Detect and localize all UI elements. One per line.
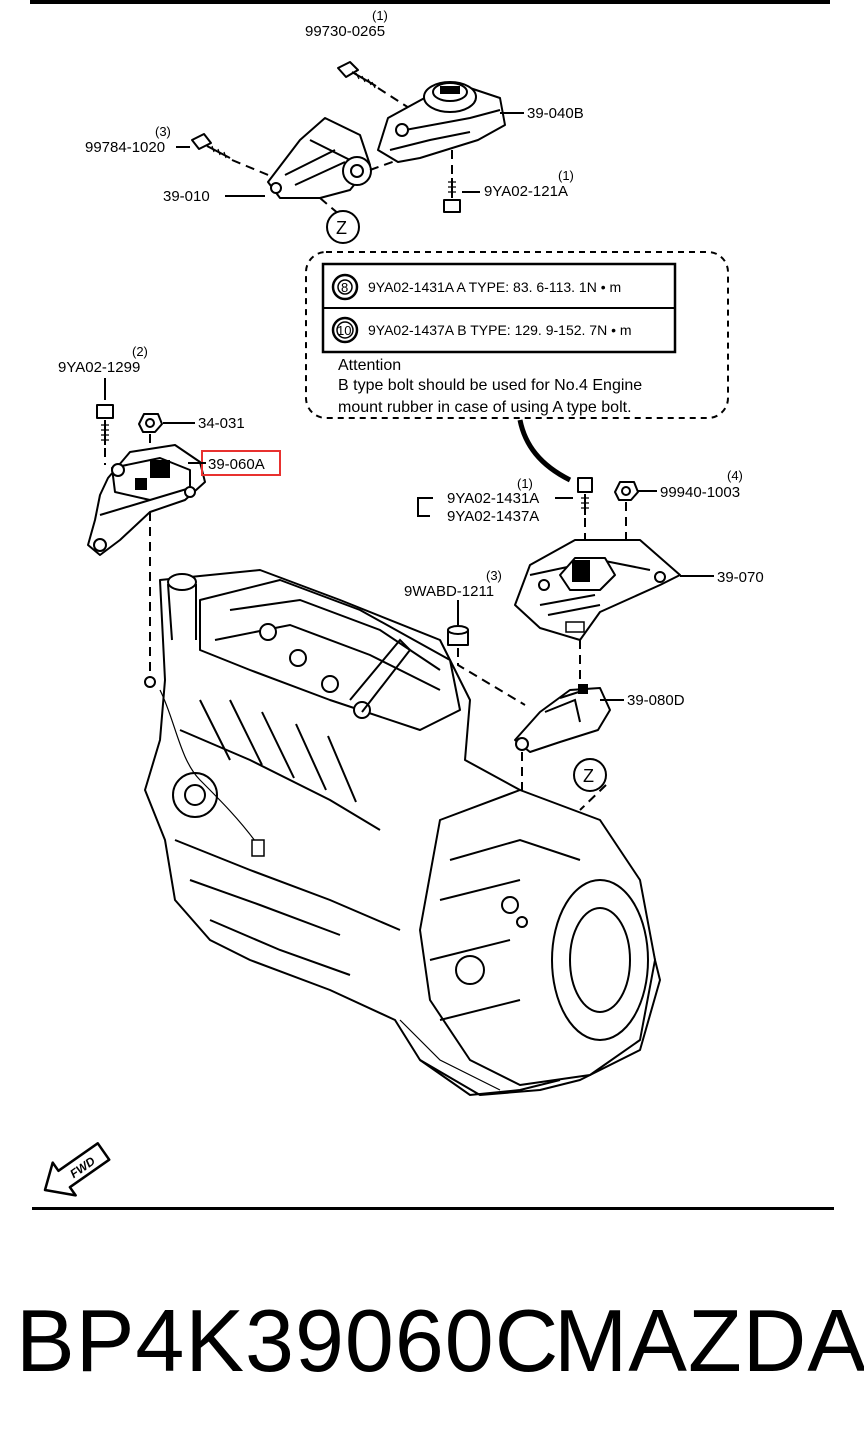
footer: BP4K39060C MAZDA xyxy=(16,1290,864,1410)
nut-9wabd-1211 xyxy=(447,625,469,646)
part-number: BP4K39060C xyxy=(16,1291,560,1390)
label-bolt-121-qty: (1) xyxy=(558,168,574,183)
label-bolt-1431-qty: (1) xyxy=(517,476,533,491)
mount-39-040b xyxy=(377,81,506,163)
label-mount-040b: 39-040B xyxy=(527,105,584,122)
label-nut-9wabd: 9WABD-1211 xyxy=(404,583,494,600)
label-nut-9wabd-qty: (3) xyxy=(486,568,502,583)
label-nut-99940-qty: (4) xyxy=(727,468,743,483)
torque-marker-b: 10 xyxy=(331,316,359,344)
label-nut-99940: 99940-1003 xyxy=(660,484,740,501)
mount-39-070 xyxy=(514,539,681,641)
nut-34-031 xyxy=(138,413,163,433)
label-bolt-1299: 9YA02-1299 xyxy=(58,359,140,376)
label-bolt-1431: 9YA02-1431A xyxy=(447,490,539,507)
torque-note-callout xyxy=(305,251,729,419)
label-bolt-top: 99730-0265 xyxy=(305,23,385,40)
engine-assembly-illustration xyxy=(144,569,661,1097)
bolt-9ya02-1299 xyxy=(96,404,114,445)
attention-title: Attention xyxy=(338,357,401,374)
svg-text:10: 10 xyxy=(337,323,351,338)
z-marker-top xyxy=(326,210,360,244)
attention-line-1: B type bolt should be used for No.4 Engi… xyxy=(338,377,642,394)
z-marker-top-label: Z xyxy=(336,218,347,238)
bracket-39-010 xyxy=(267,117,372,199)
top-border-line xyxy=(30,0,830,4)
label-bracket-010: 39-010 xyxy=(163,188,210,205)
mount-39-060a xyxy=(87,444,206,556)
nut-99940-1003 xyxy=(614,481,639,501)
fwd-arrow-icon: FWD xyxy=(43,1142,111,1197)
torque-row-a: 9YA02-1431A A TYPE: 83. 6-113. 1N • m xyxy=(368,279,621,295)
label-bolt-1299-qty: (2) xyxy=(132,344,148,359)
torque-row-b: 9YA02-1437A B TYPE: 129. 9-152. 7N • m xyxy=(368,322,632,338)
bolt-9ya02-1431a xyxy=(577,477,593,515)
bolt-99730-0265 xyxy=(337,61,377,89)
note-pointer-arrow xyxy=(517,419,572,483)
footer-divider xyxy=(32,1207,834,1210)
attention-line-2: mount rubber in case of using A type bol… xyxy=(338,399,632,416)
label-bolt-left: 99784-1020 xyxy=(85,139,165,156)
bracket-39-080d xyxy=(514,684,611,753)
label-mount-070: 39-070 xyxy=(717,569,764,586)
torque-marker-a: 8 xyxy=(331,273,359,301)
brand-name: MAZDA xyxy=(554,1291,864,1390)
bolt-99784-1020 xyxy=(191,133,231,159)
engine-mount-diagram: (1) 99730-0265 39-040B (1) 9YA02-121A (3… xyxy=(43,8,764,1197)
label-nut-031: 34-031 xyxy=(198,415,245,432)
label-bolt-121: 9YA02-121A xyxy=(484,183,568,200)
label-bolt-1437: 9YA02-1437A xyxy=(447,508,539,525)
z-marker-right-label: Z xyxy=(583,766,594,786)
label-bolt-left-qty: (3) xyxy=(155,124,171,139)
bolt-9ya02-121a xyxy=(443,150,461,213)
svg-text:8: 8 xyxy=(341,280,348,295)
label-bracket-080: 39-080D xyxy=(627,692,685,709)
label-mount-060a: 39-060A xyxy=(208,456,265,473)
label-bolt-top-qty: (1) xyxy=(372,8,388,23)
z-marker-right xyxy=(573,758,607,792)
